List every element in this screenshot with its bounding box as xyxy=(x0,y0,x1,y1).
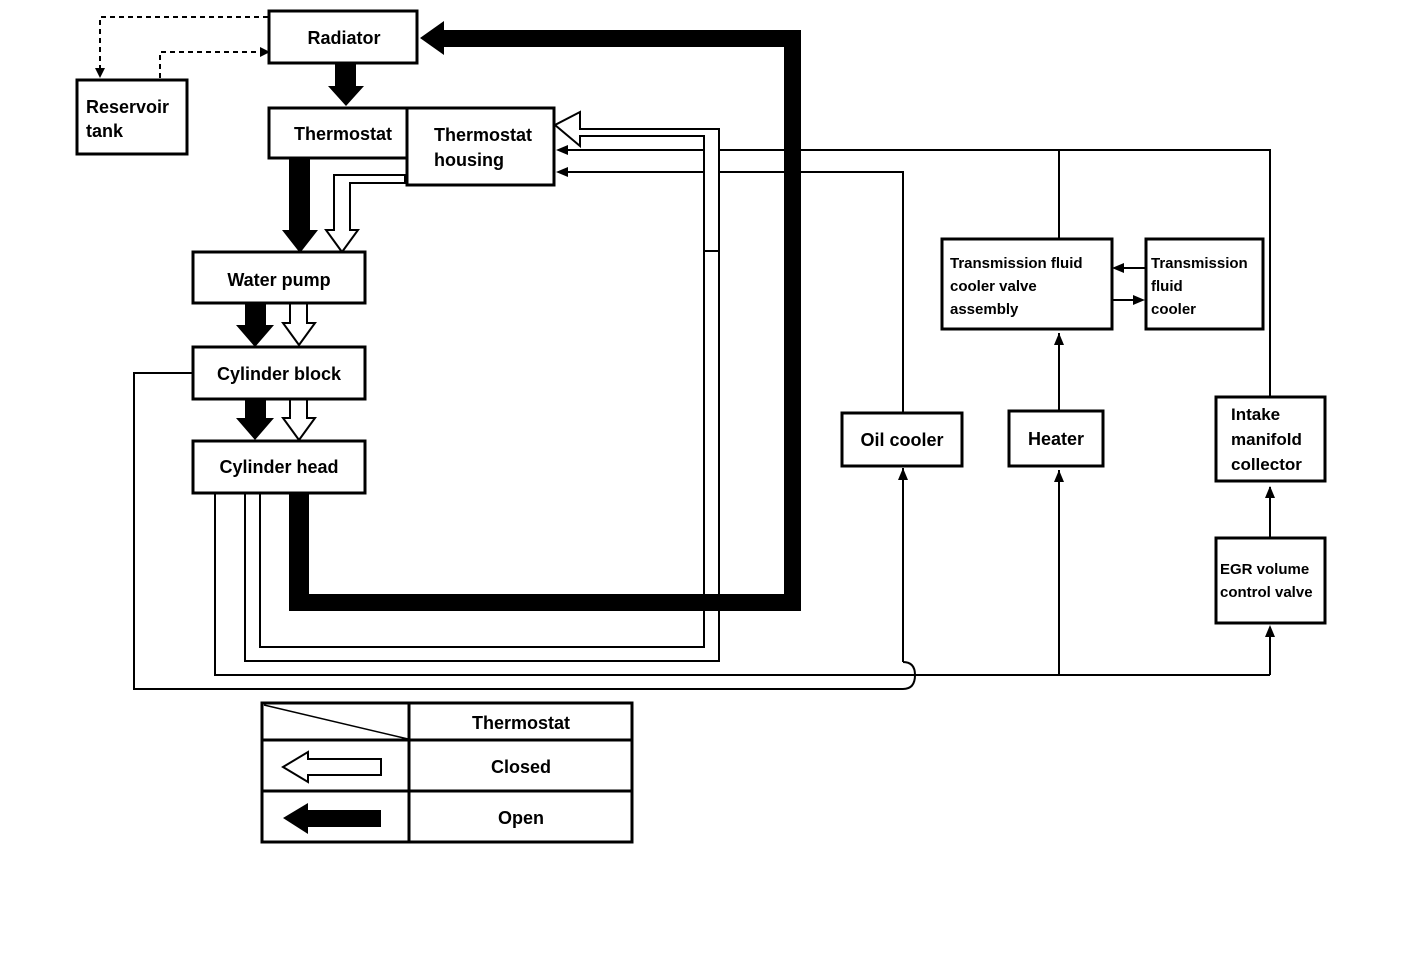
legend-header-diagonal xyxy=(263,704,409,740)
legend-closed-label: Closed xyxy=(491,757,551,777)
arrowhead xyxy=(260,47,270,57)
legend: Thermostat Closed Open xyxy=(260,701,634,844)
reservoir-tank-box xyxy=(75,78,189,156)
egr-volume-control-valve-label-line2: control valve xyxy=(1220,584,1313,601)
heater-box xyxy=(1007,409,1105,468)
intake-manifold-collector-label-line3: collector xyxy=(1231,455,1302,474)
intake-manifold-collector-box xyxy=(1214,395,1327,483)
legend-open-arrow-icon xyxy=(283,803,381,834)
transmission-fluid-cooler-box xyxy=(1144,237,1265,331)
egr-volume-control-valve-label-line1: EGR volume xyxy=(1220,561,1309,578)
legend-frame xyxy=(260,701,634,844)
thermostat-housing-label-line1: Thermostat xyxy=(434,125,532,145)
radiator-label: Radiator xyxy=(307,28,380,48)
transmission-fluid-cooler-valve-label-line1: Transmission fluid xyxy=(950,255,1083,272)
arrowhead xyxy=(95,68,105,78)
transmission-fluid-cooler-valve-label-line3: assembly xyxy=(950,301,1019,318)
thermostat-box xyxy=(267,106,419,160)
transmission-fluid-cooler-label-line3: cooler xyxy=(1151,301,1196,318)
water-pump-label: Water pump xyxy=(227,270,330,290)
transmission-fluid-cooler-valve-box xyxy=(940,237,1114,331)
transmission-fluid-cooler-label-line1: Transmission xyxy=(1151,255,1248,272)
reservoir-tank-label-line2: tank xyxy=(86,121,124,141)
thermostat-housing-label-line2: housing xyxy=(434,150,504,170)
egr-volume-control-valve-box xyxy=(1214,536,1327,625)
radiator-box xyxy=(267,9,419,65)
oil-cooler-box xyxy=(840,411,964,468)
open-flow-path xyxy=(236,21,801,611)
transmission-fluid-cooler-valve-label-line2: cooler valve xyxy=(950,278,1037,295)
closed-flow-path xyxy=(281,110,720,442)
thermostat-housing-box xyxy=(405,106,556,187)
heater-label: Heater xyxy=(1028,429,1084,449)
reservoir-tank-label-line1: Reservoir xyxy=(86,97,169,117)
reservoir-dashed-lines xyxy=(99,16,268,78)
legend-open-label: Open xyxy=(498,808,544,828)
cylinder-block-box xyxy=(191,345,367,401)
cylinder-head-label: Cylinder head xyxy=(219,457,338,477)
legend-header-label: Thermostat xyxy=(472,713,570,733)
intake-manifold-collector-label-line1: Intake xyxy=(1231,405,1280,424)
transmission-fluid-cooler-label-line2: fluid xyxy=(1151,278,1183,295)
cylinder-block-label: Cylinder block xyxy=(217,364,342,384)
flow-arrowheads xyxy=(556,145,1275,637)
legend-closed-arrow-icon xyxy=(281,750,382,784)
cylinder-head-box xyxy=(191,439,367,495)
intake-manifold-collector-label-line2: manifold xyxy=(1231,430,1302,449)
water-pump-box xyxy=(191,250,367,305)
thermostat-label: Thermostat xyxy=(294,124,392,144)
oil-cooler-label: Oil cooler xyxy=(860,430,943,450)
